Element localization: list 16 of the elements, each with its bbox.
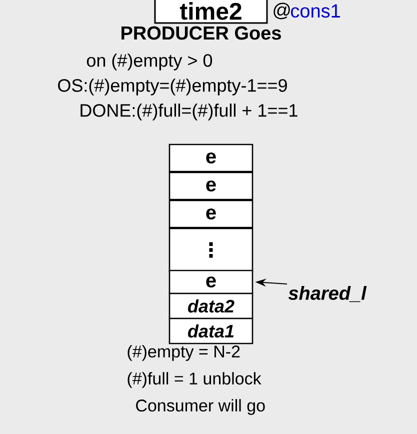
text-line: DONE:(#)full=(#)full + 1==1 <box>80 104 298 120</box>
buffer-cell: ⋮ <box>168 228 254 272</box>
buffer-cell: data1 <box>168 318 254 344</box>
text-line: OS:(#)empty=(#)empty-1==9 <box>58 78 287 96</box>
buffer-cell: e <box>168 200 254 228</box>
pointer-label: shared_l <box>288 286 367 302</box>
buffer-cell: e <box>168 270 254 294</box>
buffer-cell: e <box>168 172 254 200</box>
text-line: (#)full = 1 unblock <box>128 372 262 388</box>
text-line: cons1 <box>291 4 340 18</box>
text-line: on (#)empty > 0 <box>86 54 212 70</box>
text-line: Consumer will go <box>136 399 265 415</box>
buffer-cell: data2 <box>168 292 254 320</box>
buffer-cell: e <box>168 144 254 172</box>
text-line: (#)empty = N-2 <box>128 345 240 361</box>
title-box: time2 <box>154 0 268 24</box>
